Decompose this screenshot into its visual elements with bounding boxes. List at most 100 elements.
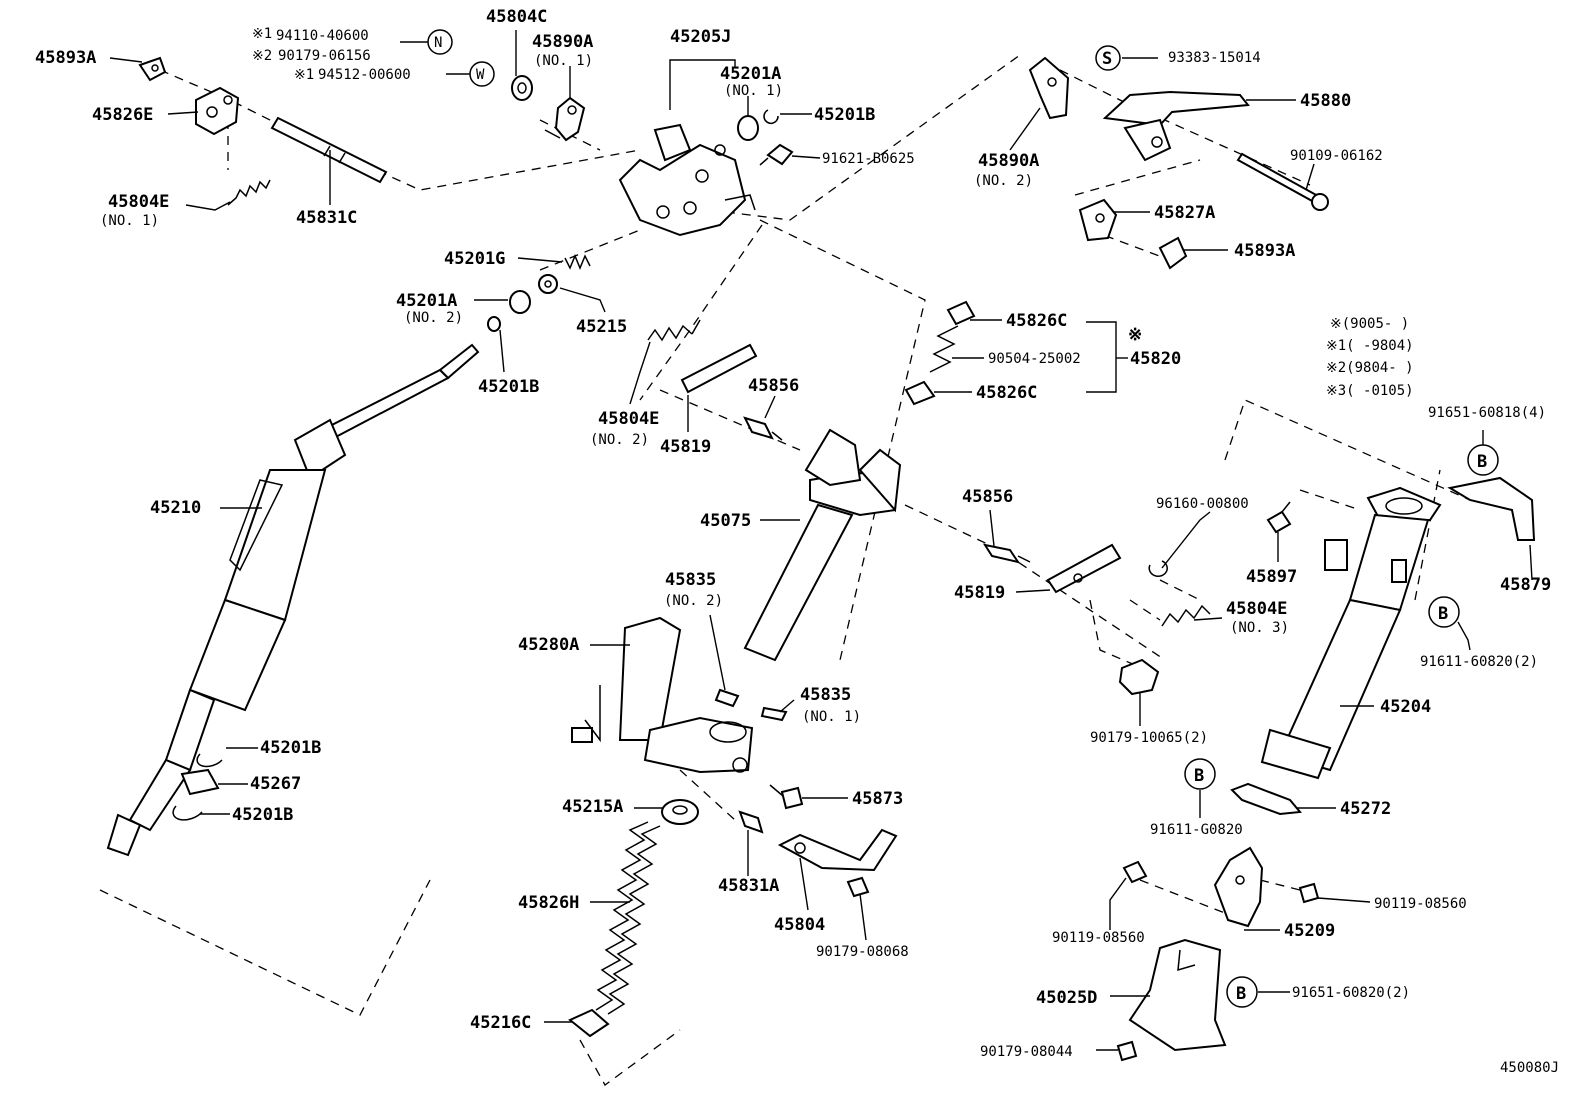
bushing-45201a-no1: [737, 115, 759, 141]
lever-assembly-45880: [1102, 90, 1250, 162]
label-45204: 45204: [1380, 697, 1431, 717]
label-91651-2: 91651-60820(2): [1292, 985, 1410, 1001]
label-45893a-left: 45893A: [35, 48, 96, 68]
cap-45826c-bottom: [904, 380, 936, 406]
label-45205j: 45205J: [670, 27, 731, 47]
label-no2-d: (NO. 2): [974, 173, 1033, 189]
diagram-id: 450080J: [1500, 1060, 1559, 1076]
lever-45890a-no1: [544, 96, 586, 142]
label-91651-4: 91651-60818(4): [1428, 405, 1546, 421]
label-45890a-no2: 45890A: [978, 151, 1039, 171]
date-note-1: ※1( -9804): [1326, 338, 1414, 354]
spring-90504: [929, 325, 959, 373]
washer-45215: [538, 274, 558, 294]
label-45835-no1: 45835: [800, 685, 851, 705]
spring-45804e-no1: [227, 179, 271, 206]
screw-45873: [769, 784, 804, 810]
plate-45819-left: [680, 343, 758, 394]
label-90119-right: 90119-08560: [1374, 896, 1467, 912]
plate-45826e: [195, 86, 240, 136]
tube-45075: [743, 428, 902, 662]
label-45835-no2: 45835: [665, 570, 716, 590]
label-91611-g0820: 91611-G0820: [1150, 822, 1243, 838]
plate-45827a: [1078, 198, 1118, 242]
spring-45804e-no2: [647, 319, 701, 342]
label-45826h: 45826H: [518, 893, 579, 913]
shaft-45831c: [270, 116, 388, 184]
spring-45201g: [564, 254, 591, 270]
clip-45201b-mid: [487, 316, 501, 332]
clip-45893a-right: [1158, 236, 1188, 270]
pin-45856-right: [982, 543, 1031, 564]
pin-45856-left: [743, 416, 783, 441]
clip-45893a-left: [138, 56, 167, 82]
leader-lines: [109, 30, 1533, 1051]
label-no1-d: (NO. 1): [802, 709, 861, 725]
plate-45819-right: [1046, 543, 1122, 594]
label-no2-a: (NO. 2): [404, 310, 463, 326]
lever-45890a-no2: [1028, 56, 1070, 120]
joint-45209: [1213, 846, 1264, 928]
label-45826c-bottom: 45826C: [976, 383, 1037, 403]
label-45201b-top: 45201B: [814, 105, 875, 125]
label-45804c: 45804C: [486, 7, 547, 27]
label-90179-08068: 90179-08068: [816, 944, 909, 960]
part-labels: 45893A 45826E 45804E (NO. 1) 45831C ※1 9…: [35, 7, 1559, 1076]
cap-45216c: [568, 1008, 610, 1038]
washer-45804c: [511, 75, 533, 101]
bushing-45267: [180, 768, 220, 796]
b-letter-lower: B: [1194, 766, 1204, 786]
date-note-3: ※3( -0105): [1326, 383, 1414, 399]
label-90179-08044: 90179-08044: [980, 1044, 1073, 1060]
label-45075: 45075: [700, 511, 751, 531]
bracket-45879: [1447, 476, 1536, 541]
label-45201b-mid: 45201B: [478, 377, 539, 397]
label-45201b-bottom: 45201B: [232, 805, 293, 825]
b-letter-bottom: B: [1236, 984, 1246, 1004]
clip-96160: [1148, 560, 1168, 577]
clip-45201b-bottom: [172, 805, 203, 821]
label-45856-left: 45856: [748, 376, 799, 396]
label-91621: 91621-B0625: [822, 151, 915, 167]
column-tube-45204: [1260, 486, 1442, 780]
label-45201a-no2: 45201A: [396, 291, 457, 311]
clip-45201b-lower: [196, 753, 223, 768]
label-45804e-no3: 45804E: [1226, 599, 1287, 619]
label-45831c: 45831C: [296, 208, 357, 228]
spring-45804e-no3: [1161, 604, 1211, 627]
label-96160: 96160-00800: [1156, 496, 1249, 512]
note-n-mark: N: [434, 35, 442, 51]
label-no1-a: (NO. 1): [100, 213, 159, 229]
key-45835-no2: [714, 688, 740, 708]
label-45826c-top: 45826C: [1006, 311, 1067, 331]
label-45880: 45880: [1300, 91, 1351, 111]
label-no1-b: (NO. 1): [534, 53, 593, 69]
label-45873: 45873: [852, 789, 903, 809]
label-45201g: 45201G: [444, 249, 505, 269]
label-45215: 45215: [576, 317, 627, 337]
b-letter-top: B: [1477, 452, 1487, 472]
bolt-90119-right: [1298, 882, 1320, 904]
label-45272: 45272: [1340, 799, 1391, 819]
nut-90179-08068: [846, 876, 870, 898]
note-w-part: 94512-00600: [318, 67, 411, 83]
label-45831a: 45831A: [718, 876, 779, 896]
label-45826e: 45826E: [92, 105, 153, 125]
spring-45826h: [595, 821, 661, 1015]
label-45879: 45879: [1500, 575, 1551, 595]
label-91611-2: 91611-60820(2): [1420, 654, 1538, 670]
label-45820: 45820: [1130, 349, 1181, 369]
note-n-part: 94110-40600: [276, 28, 369, 44]
label-45804e-no1: 45804E: [108, 192, 169, 212]
label-45201a-no1: 45201A: [720, 64, 781, 84]
label-90504: 90504-25002: [988, 351, 1081, 367]
note-n-symbol: ※1: [252, 26, 272, 42]
label-45819-left: 45819: [660, 437, 711, 457]
bolt-91621: [759, 143, 794, 166]
note-w-mark: W: [476, 67, 485, 83]
label-45210: 45210: [150, 498, 201, 518]
pin-45831a: [738, 810, 764, 834]
bolt-90119-left: [1122, 860, 1148, 884]
label-45209: 45209: [1284, 921, 1335, 941]
dashed-leaders: [99, 54, 1471, 1086]
